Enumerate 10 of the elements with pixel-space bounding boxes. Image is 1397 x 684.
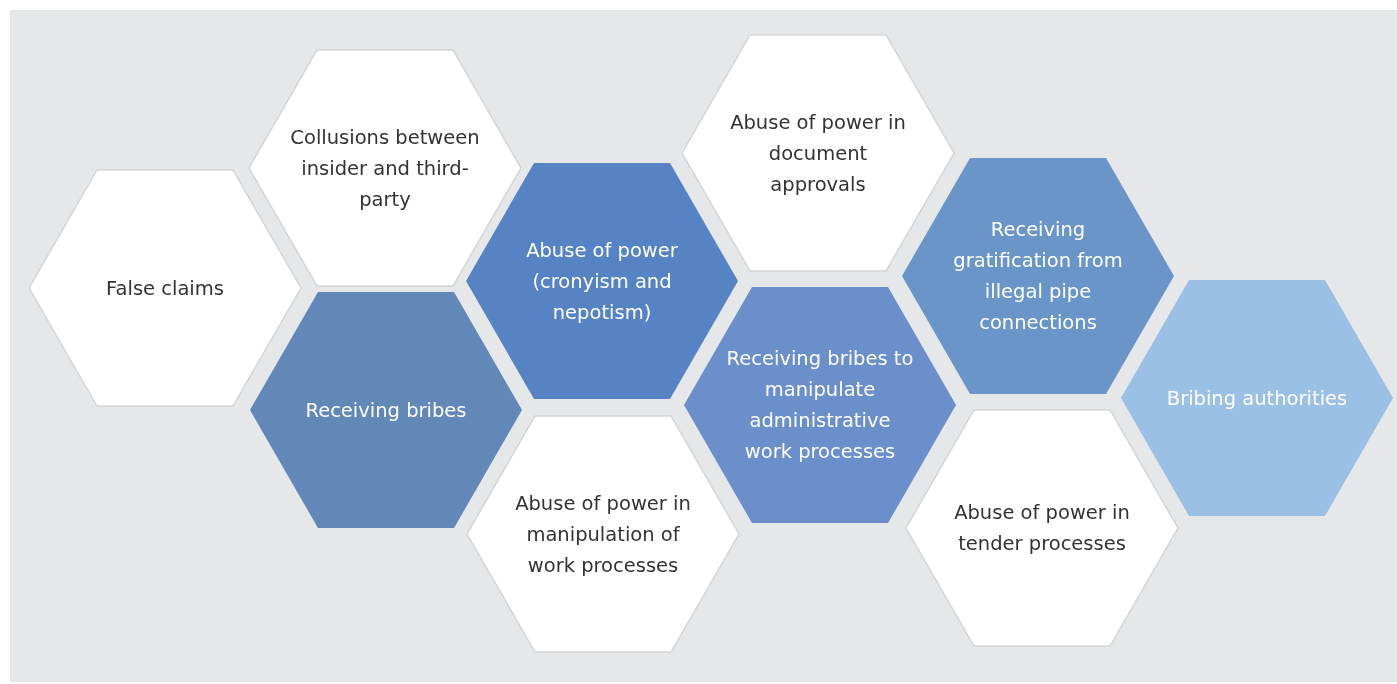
tile-text: Collusions between insider and third-party: [290, 124, 480, 213]
tile-text: Abuse of power (cronyism and nepotism): [525, 237, 679, 326]
tile-text: Receiving bribes: [304, 397, 468, 424]
tile-text: Abuse of power in manipulation of work processes: [514, 490, 692, 579]
tile-text: False claims: [105, 275, 225, 302]
tile-text: Receiving bribes to manipulate administrative work processes: [725, 346, 915, 465]
tile-text: Bribing authorities: [1165, 385, 1349, 412]
tile-text: Receiving gratification from illegal pipe connections: [952, 217, 1124, 336]
tile-text: Abuse of power in document approvals: [729, 109, 907, 198]
tile-text: Abuse of power in tender processes: [953, 500, 1131, 557]
